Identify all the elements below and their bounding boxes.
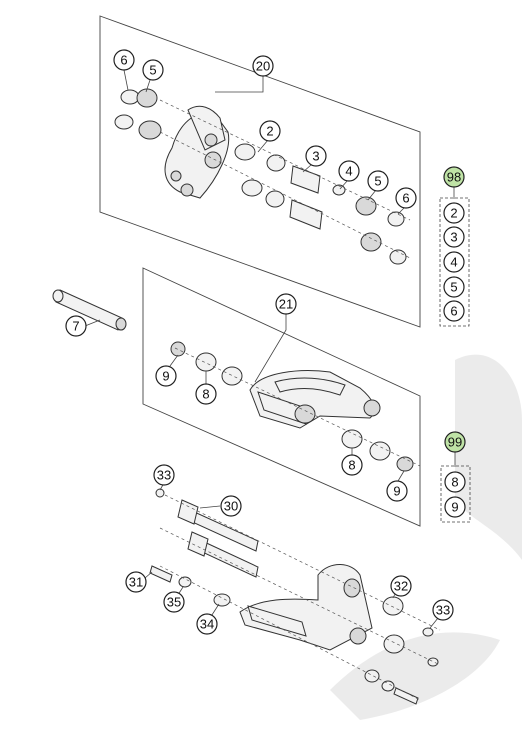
svg-text:21: 21 (279, 297, 293, 312)
axis-line-1 (159, 99, 411, 221)
panel-21-frame (142, 267, 421, 527)
kit-98-item: 5 (443, 276, 465, 298)
callout-8a: 8 (195, 383, 217, 405)
leader-4 (339, 179, 349, 190)
leader-20 (215, 76, 264, 93)
svg-text:5: 5 (149, 63, 156, 78)
bolt-30-part (177, 499, 259, 578)
svg-text:4: 4 (345, 164, 352, 179)
kit-98-label: 98 (443, 166, 465, 188)
svg-text:33: 33 (157, 468, 171, 483)
callout-20: 20 (252, 55, 274, 77)
callout-35: 35 (163, 591, 185, 613)
svg-text:8: 8 (348, 458, 355, 473)
svg-text:6: 6 (120, 53, 127, 68)
svg-text:6: 6 (402, 191, 409, 206)
svg-text:3: 3 (312, 149, 319, 164)
bottom-bolt-parts (364, 669, 419, 705)
swingarm-bracket-part (239, 564, 373, 651)
leader-31 (144, 571, 153, 579)
svg-text:32: 32 (394, 579, 408, 594)
svg-text:33: 33 (436, 603, 450, 618)
leader-9a (169, 354, 179, 367)
svg-text:30: 30 (224, 499, 238, 514)
kit-99-group: 99 8 9 (440, 431, 471, 523)
leader-32 (392, 593, 396, 599)
svg-text:9: 9 (393, 484, 400, 499)
svg-text:8: 8 (451, 475, 458, 490)
callout-6a: 6 (113, 49, 135, 71)
svg-text:6: 6 (450, 304, 457, 319)
linkage-lever-part (249, 370, 381, 429)
kit-98-item: 2 (443, 202, 465, 224)
svg-text:99: 99 (448, 435, 462, 450)
callout-9b: 9 (386, 480, 408, 502)
svg-text:31: 31 (129, 575, 143, 590)
rod-part-7 (52, 289, 127, 331)
callout-32: 32 (390, 575, 412, 597)
leader-9b (397, 470, 405, 482)
leader-6a (123, 69, 129, 91)
watermark-logo (330, 354, 522, 720)
callout-31: 31 (125, 571, 147, 593)
kit-98-item: 3 (443, 226, 465, 248)
leader-5b (367, 189, 377, 201)
svg-text:98: 98 (447, 170, 461, 185)
svg-text:8: 8 (202, 387, 209, 402)
svg-text:34: 34 (200, 617, 214, 632)
svg-text:2: 2 (450, 206, 457, 221)
leader-21 (254, 314, 287, 383)
bolt-31-part (149, 565, 231, 607)
callout-33b: 33 (432, 599, 454, 621)
callout-6b: 6 (395, 187, 417, 209)
callout-21: 21 (275, 293, 297, 315)
svg-text:9: 9 (162, 369, 169, 384)
kit-98-group: 98 2 3 4 5 6 (439, 166, 470, 327)
callout-5a: 5 (142, 59, 164, 81)
axis-line-2 (159, 131, 411, 259)
svg-text:20: 20 (256, 59, 270, 74)
svg-text:5: 5 (450, 280, 457, 295)
panel-20-frame (99, 15, 421, 328)
svg-text:2: 2 (266, 124, 273, 139)
kit-99-item: 9 (444, 496, 466, 518)
axis-line-5 (159, 527, 441, 666)
kit-99-item: 8 (444, 471, 466, 493)
kit-98-item: 6 (443, 300, 465, 322)
callout-2: 2 (259, 120, 281, 142)
svg-text:7: 7 (72, 319, 79, 334)
callout-3: 3 (305, 145, 327, 167)
callout-4: 4 (338, 160, 360, 182)
callout-34: 34 (196, 613, 218, 635)
bushing-left-top (114, 88, 162, 140)
axis-line-6 (159, 565, 421, 701)
callout-5b: 5 (367, 170, 389, 192)
callout-7: 7 (65, 315, 87, 337)
svg-text:4: 4 (450, 255, 457, 270)
callout-9a: 9 (155, 365, 177, 387)
rocker-link-part (164, 105, 230, 199)
leader-7 (84, 319, 101, 327)
svg-text:5: 5 (374, 174, 381, 189)
callout-30: 30 (220, 495, 242, 517)
svg-text:9: 9 (451, 500, 458, 515)
leader-33b (429, 617, 439, 629)
small-bolt-33-top (155, 488, 165, 498)
nut-32-parts (382, 596, 439, 667)
svg-text:3: 3 (450, 230, 457, 245)
leader-30 (199, 505, 221, 509)
kit-98-item: 4 (443, 251, 465, 273)
callout-8b: 8 (341, 454, 363, 476)
leader-2 (257, 139, 269, 153)
svg-text:35: 35 (167, 595, 181, 610)
leader-5a (145, 79, 151, 93)
leader-3 (302, 164, 312, 173)
callout-33a: 33 (153, 464, 175, 486)
kit-99-label: 99 (444, 431, 466, 453)
